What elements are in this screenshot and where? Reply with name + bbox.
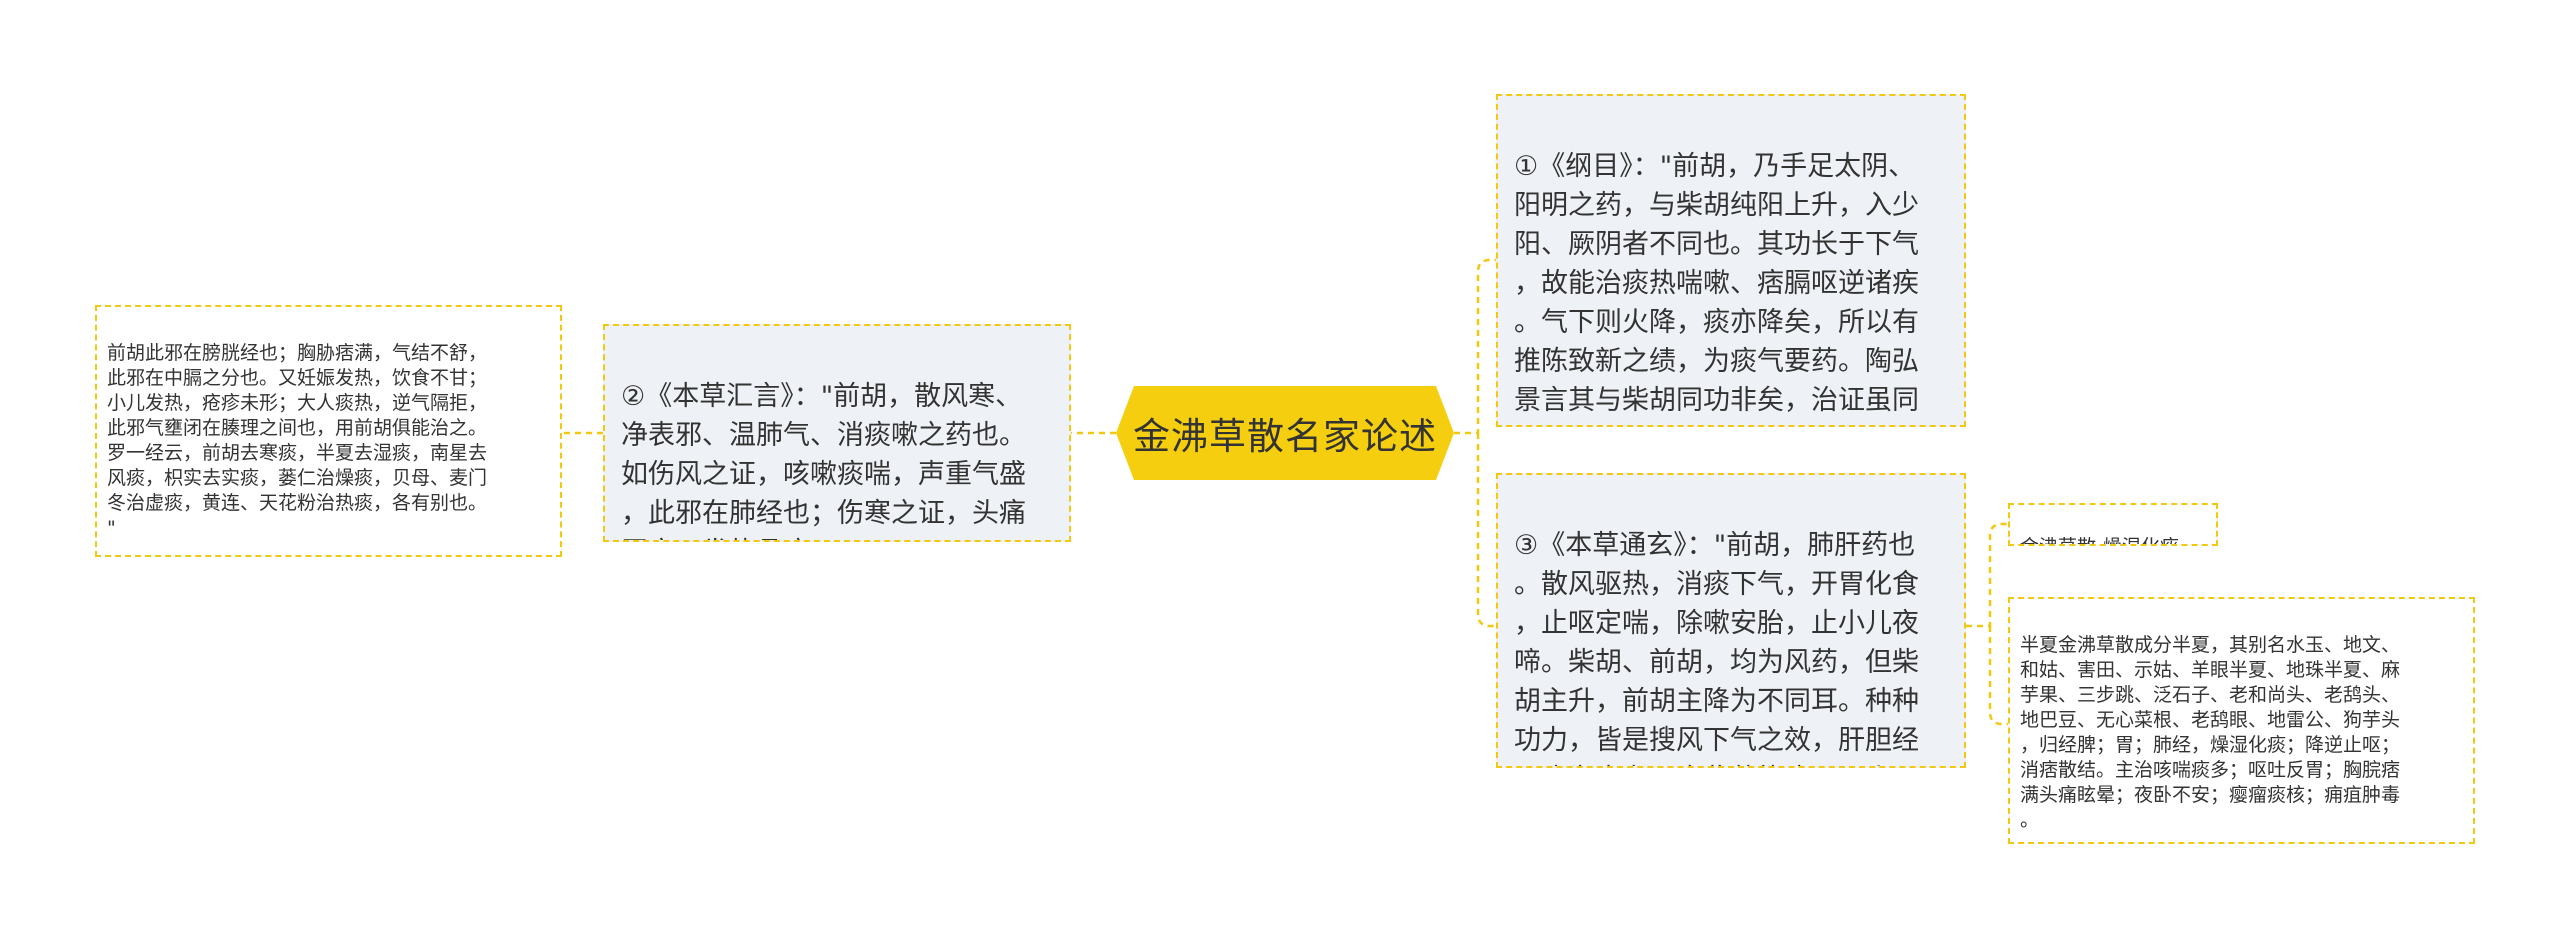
leaf-title-text: 金沸草散-燥湿化痰 <box>2020 536 2179 544</box>
connector-root-to-quote3 <box>1476 433 1496 628</box>
connector-root-to-quote1 <box>1454 258 1496 435</box>
leaf-title-node: 金沸草散-燥湿化痰 <box>2008 503 2218 546</box>
quote3-node: ③《本草通玄》："前胡，肺肝药也 。散风驱热，消痰下气，开胃化食 ，止呕定喘，除… <box>1496 473 1966 768</box>
connector-quote3-to-leaf-detail <box>1988 626 2008 726</box>
quote1-node: ①《纲目》："前胡，乃手足太阴、 阳明之药，与柴胡纯阳上升，入少 阳、厥阴者不同… <box>1496 94 1966 427</box>
quote2-detail-node: 前胡此邪在膀胱经也；胸胁痞满，气结不舒， 此邪在中膈之分也。又妊娠发热，饮食不甘… <box>95 305 562 557</box>
root-topic-label: 金沸草散名家论述 <box>1133 415 1437 458</box>
connector-quote3-to-leaf-title <box>1966 522 2008 628</box>
quote2-text: ②《本草汇言》："前胡，散风寒、 净表邪、温肺气、消痰嗽之药也。 如伤风之证，咳… <box>621 381 1026 540</box>
quote2-node: ②《本草汇言》："前胡，散风寒、 净表邪、温肺气、消痰嗽之药也。 如伤风之证，咳… <box>603 324 1071 542</box>
quote2-detail-text: 前胡此邪在膀胱经也；胸胁痞满，气结不舒， 此邪在中膈之分也。又妊娠发热，饮食不甘… <box>107 342 488 539</box>
root-topic-node: 金沸草散名家论述 <box>1116 386 1454 480</box>
quote1-text: ①《纲目》："前胡，乃手足太阴、 阳明之药，与柴胡纯阳上升，入少 阳、厥阴者不同… <box>1514 151 1919 425</box>
root-topic-shape <box>1116 386 1454 480</box>
quote3-text: ③《本草通玄》："前胡，肺肝药也 。散风驱热，消痰下气，开胃化食 ，止呕定喘，除… <box>1514 530 1931 766</box>
leaf-detail-text: 半夏金沸草散成分半夏，其别名水玉、地文、 和姑、害田、示姑、羊眼半夏、地珠半夏、… <box>2020 634 2401 831</box>
leaf-detail-node: 半夏金沸草散成分半夏，其别名水玉、地文、 和姑、害田、示姑、羊眼半夏、地珠半夏、… <box>2008 597 2475 844</box>
